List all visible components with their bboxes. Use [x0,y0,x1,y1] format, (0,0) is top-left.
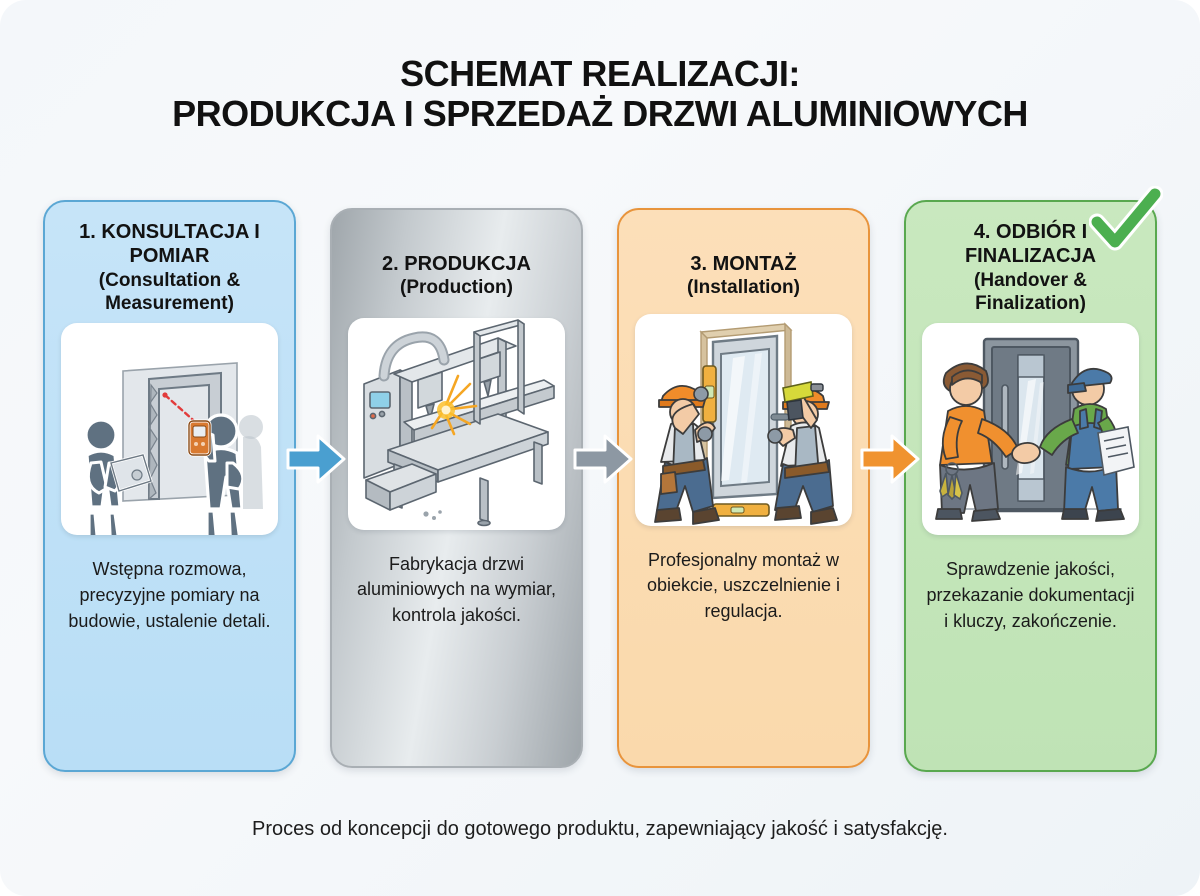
step-4-heading-en: (Handover & Finalization) [974,269,1087,314]
step-3-heading-en: (Installation) [687,277,800,299]
step-2-heading-pl: 2. PRODUKCJA [382,253,531,275]
step-3-header: 3. MONTAŻ (Installation) [619,210,868,300]
step-card-3[interactable]: 3. MONTAŻ (Installation) [617,208,870,768]
step-1-heading-pl: 1. KONSULTACJA I POMIAR [79,221,260,268]
step-4-caption: Sprawdzenie jakości, przekazanie dokumen… [926,559,1135,631]
step-2-heading-en: (Production) [400,277,513,299]
arrow-2-to-3-icon [572,428,634,490]
step-1-heading-en: (Consultation & Measurement) [98,269,241,314]
title-line-1: SCHEMAT REALIZACJI: [400,53,800,94]
two-installers-fitting-door-icon [635,313,852,526]
cnc-machine-cutting-aluminium-icon [348,317,565,530]
step-card-1[interactable]: 1. KONSULTACJA I POMIAR (Consultation & … [43,200,296,772]
arrow-1-to-2-icon [285,428,347,490]
poster-title: SCHEMAT REALIZACJI: PRODUKCJA I SPRZEDAŻ… [0,53,1200,135]
step-4-heading-pl: 4. ODBIÓR I FINALIZACJA [964,221,1097,268]
step-card-2[interactable]: 2. PRODUKCJA (Production) [330,208,583,768]
title-line-2: PRODUKCJA I SPRZEDAŻ DRZWI ALUMINIOWYCH [172,93,1028,135]
process-step-cards: 1. KONSULTACJA I POMIAR (Consultation & … [43,185,1164,772]
step-2-header: 2. PRODUKCJA (Production) [332,210,581,300]
step-3-caption: Profesjonalny montaż w obiekcie, uszczel… [646,549,841,622]
step-2-caption: Fabrykacja drzwi aluminiowych na wymiar,… [356,553,557,626]
poster-footer: Proces od koncepcji do gotowego produktu… [252,818,948,840]
step-3-heading-pl: 3. MONTAŻ [690,253,797,275]
surveyors-measuring-doorway-icon [61,323,278,536]
step-1-header: 1. KONSULTACJA I POMIAR (Consultation & … [45,202,294,315]
step-1-caption: Wstępna rozmowa, precyzyjne pomiary na b… [68,559,271,631]
step-4-header: 4. ODBIÓR I FINALIZACJA (Handover & Fina… [906,202,1155,315]
step-card-4[interactable]: 4. ODBIÓR I FINALIZACJA (Handover & Fina… [904,185,1164,772]
handshake-handover-keys-icon [922,323,1139,536]
arrow-3-to-4-icon [859,428,921,490]
